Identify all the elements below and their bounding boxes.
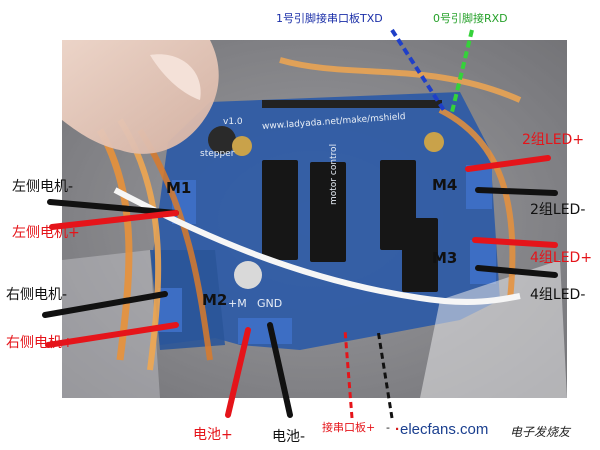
line-group4-led-pos [472, 237, 558, 248]
port-m3-mark: M3 [432, 249, 458, 267]
line-left-motor-pos [49, 210, 179, 230]
line-serial-neg [376, 329, 394, 419]
chip-2 [310, 162, 346, 262]
group2-led-neg-label: 2组LED- [530, 202, 586, 218]
serial-board-pos-label: 接串口板+ [322, 421, 376, 434]
port-m1-mark: M1 [166, 179, 192, 197]
rx-pin-label: 0号引脚接RXD [433, 12, 508, 25]
chip-4 [402, 218, 438, 292]
group4-led-pos-label: 4组LED+ [530, 250, 593, 266]
terminal-block-m4 [466, 165, 492, 209]
capacitor-3 [424, 132, 444, 152]
elecfans-cn-name: 电子发烧友 [510, 425, 571, 439]
line-tx-pin [390, 28, 447, 114]
group2-led-pos-label: 2组LED+ [522, 132, 585, 148]
thumb-nail [150, 54, 201, 100]
serial-board-neg-label: - [386, 421, 390, 434]
orange-wire-4 [279, 57, 522, 103]
orange-wire-3 [137, 128, 213, 361]
tx-pin-label: 1号引脚接串口板TXD [276, 12, 383, 25]
orange-wire-1 [96, 128, 133, 361]
board-stepper-text: stepper [200, 149, 235, 159]
group4-led-neg-label: 4组LED- [530, 287, 586, 303]
right-motor-pos-label: 右侧电机+ [6, 335, 74, 351]
board-plus-m-text: +M [228, 297, 247, 310]
background-highlight [420, 260, 567, 398]
capacitor-2 [232, 136, 252, 156]
line-group4-led-neg [475, 265, 558, 278]
capacitor-4 [234, 261, 262, 289]
line-group2-led-neg [475, 187, 558, 196]
capacitor-1 [208, 126, 236, 154]
line-battery-pos [225, 327, 251, 418]
battery-neg-label: 电池- [272, 429, 306, 445]
orange-wire-5 [438, 107, 516, 301]
line-rx-pin [450, 29, 474, 113]
background-highlight-left [62, 250, 160, 398]
white-wire [113, 187, 521, 305]
port-m4-mark: M4 [432, 176, 458, 194]
left-motor-neg-label: 左侧电机- [12, 179, 74, 195]
line-serial-pos [343, 329, 354, 419]
line-right-motor-pos [45, 322, 179, 348]
line-left-motor-neg [47, 199, 179, 216]
right-motor-neg-label: 右侧电机- [6, 287, 68, 303]
terminal-block-m3 [470, 240, 496, 284]
elecfans-logo-dash: · [395, 421, 400, 438]
board-gnd-text: GND [257, 297, 283, 310]
chip-1 [262, 160, 298, 260]
battery-pos-label: 电池+ [193, 427, 233, 443]
left-motor-pos-label: 左侧电机+ [12, 225, 80, 241]
board-version-text: v1.0 [223, 117, 243, 127]
elecfans-logo-text: elecfans.com [400, 421, 489, 438]
elecfans-logo: ·elecfans.com [395, 421, 488, 438]
board-motor-control-text: motor control [329, 143, 339, 205]
line-right-motor-neg [42, 291, 168, 318]
port-m2-mark: M2 [202, 291, 228, 309]
line-group2-led-pos [465, 155, 551, 172]
header-pins-top [262, 100, 442, 108]
line-battery-neg [267, 322, 293, 418]
